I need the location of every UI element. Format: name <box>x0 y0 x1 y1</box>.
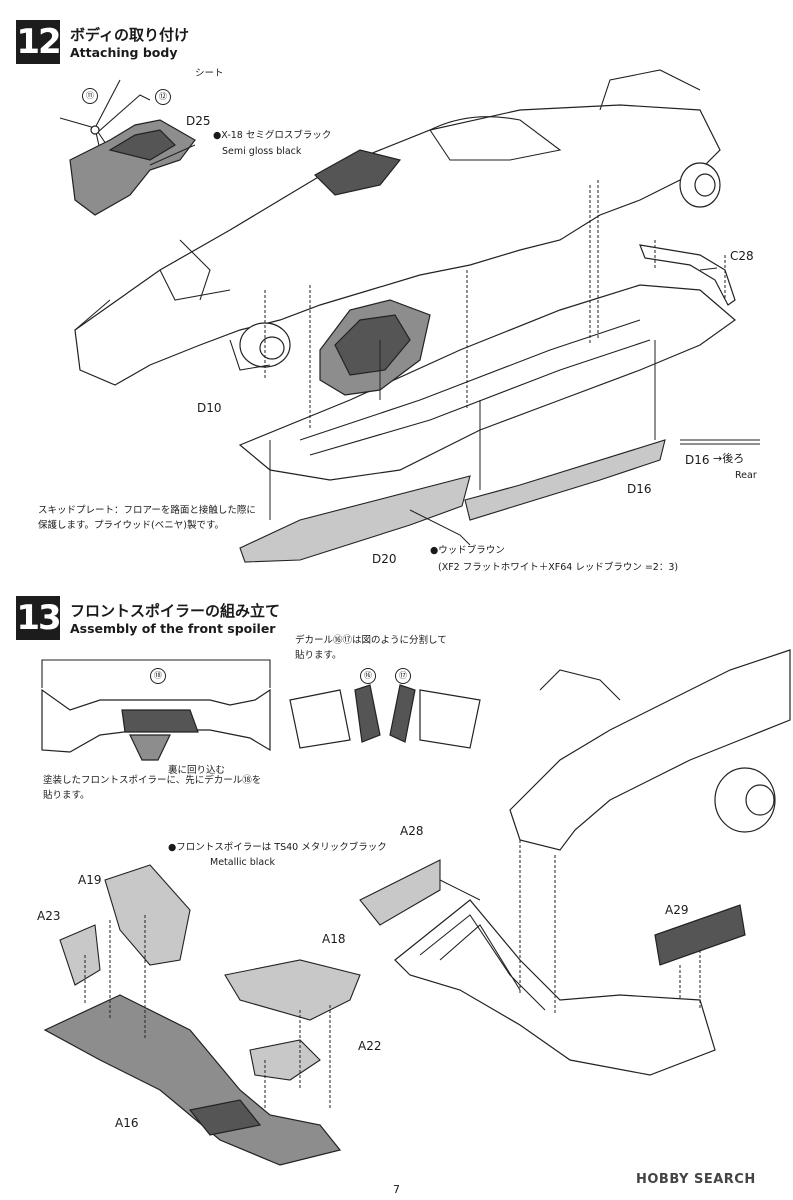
painted-spoiler-note-line2: 貼ります。 <box>43 790 90 801</box>
part-a28-label: A28 <box>400 824 424 838</box>
part-a18-label: A18 <box>322 932 346 946</box>
paint-ts40-note: ●フロントスポイラーは TS40 メタリックブラック <box>168 842 387 853</box>
paint-ts40-note-en: Metallic black <box>210 857 275 868</box>
decal-16-marker: ⑯ <box>360 668 376 684</box>
chassis-drawing <box>74 69 721 386</box>
decal-18-marker: ⑱ <box>150 668 166 684</box>
part-11-marker: ⑪ <box>82 88 98 104</box>
seat-parts-drawing <box>59 79 196 216</box>
paint-x18-note-en: Semi gloss black <box>222 146 302 157</box>
step-13-title-jp: フロントスポイラーの組み立て <box>70 602 281 620</box>
paint-x18-note: ●X-18 セミグロスブラック <box>213 130 332 141</box>
decal-split-note-line2: 貼ります。 <box>295 650 342 661</box>
skid-plate-note-line2: 保護します。プライウッド(ベニヤ)製です。 <box>38 520 225 531</box>
part-a29-label: A29 <box>665 903 689 917</box>
part-d16-label: D16 <box>627 482 652 496</box>
watermark-logo: HOBBY SEARCH <box>636 1172 756 1187</box>
step-12-title-jp: ボディの取り付け <box>70 26 189 44</box>
part-12-marker: ⑫ <box>155 89 171 105</box>
skid-plate-note-line1: スキッドプレート：フロアーを路面と接触した際に <box>38 505 256 516</box>
step-12-number: 12 <box>16 20 62 64</box>
c28-part-drawing <box>639 244 736 306</box>
page-number: 7 <box>393 1183 400 1196</box>
part-a22-label: A22 <box>358 1039 382 1053</box>
wrap-around-note: 裏に回り込む <box>168 765 226 776</box>
chassis-nose-drawing <box>509 649 791 851</box>
rear-direction-en: Rear <box>735 470 757 481</box>
step12-guides <box>149 144 726 546</box>
wood-brown-mix-note: (XF2 フラットホワイト＋XF64 レッドブラウン =2：3) <box>438 562 679 573</box>
rear-direction-jp: →後ろ <box>713 452 745 465</box>
decal-17-marker: ⑰ <box>395 668 411 684</box>
front-spoiler-assembly-drawing <box>43 864 361 1166</box>
part-a23-label: A23 <box>37 909 61 923</box>
part-d10-label: D10 <box>197 401 222 415</box>
front-spoiler-decal-drawing <box>41 659 271 761</box>
skid-plank-drawing <box>239 439 760 563</box>
part-d25-label: D25 <box>186 114 211 128</box>
step-13-number: 13 <box>16 596 62 640</box>
painted-spoiler-note-line1: 塗装したフロントスポイラーに、先にデカール⑱を <box>43 775 262 786</box>
step-13-title-en: Assembly of the front spoiler <box>70 621 276 636</box>
step13-guides <box>84 840 701 1110</box>
part-a19-label: A19 <box>78 873 102 887</box>
nose-wing-drawing <box>359 859 746 1076</box>
part-d20-label: D20 <box>372 552 397 566</box>
decal-16-17-drawing <box>289 684 481 749</box>
floor-drawing <box>238 284 736 481</box>
wood-brown-note: ●ウッドブラウン <box>430 545 505 556</box>
part-a16-label: A16 <box>115 1116 139 1130</box>
seat-label-jp: シート <box>195 68 224 79</box>
decal-split-note-line1: デカール⑯⑰は図のように分割して <box>295 635 447 646</box>
part-c28-label: C28 <box>730 249 754 263</box>
step-12-title-en: Attaching body <box>70 45 178 60</box>
part-d16-label-rear: D16 <box>685 453 710 467</box>
